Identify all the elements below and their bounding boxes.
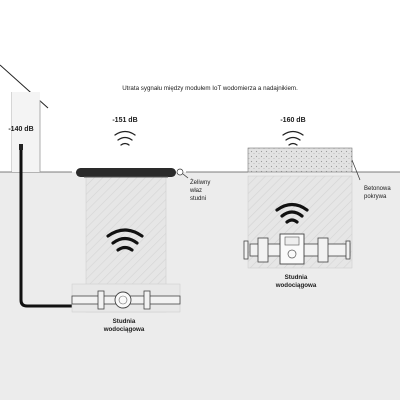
- right-signal-value: -160 dB: [280, 117, 305, 124]
- middle-signal-value: -151 dB: [112, 117, 137, 124]
- concrete-cover: [247, 147, 353, 173]
- left-signal-value: -140 dB: [8, 126, 33, 133]
- cast-iron-cover: [76, 168, 176, 177]
- middle-cover-label-3: studni: [190, 196, 206, 202]
- right-well-name-2: wodociągowa: [275, 282, 317, 289]
- middle-well-name-1: Studnia: [113, 318, 136, 325]
- wifi-icon: [282, 130, 304, 146]
- caption: Utrata sygnału między modułem IoT wodomi…: [122, 85, 298, 92]
- wifi-icon: [114, 130, 136, 146]
- middle-cover-label-2: właz: [189, 188, 202, 194]
- right-well-name-1: Studnia: [285, 274, 308, 281]
- middle-well-name-2: wodociągowa: [103, 326, 145, 333]
- right-cover-label-2: pokrywa: [364, 194, 387, 200]
- wifi-icon: [275, 202, 309, 224]
- house-icon: [0, 64, 49, 172]
- middle-cover-label-1: Żeliwny: [190, 179, 210, 186]
- right-cover-label-1: Betonowa: [364, 186, 391, 192]
- wifi-icon: [106, 228, 144, 252]
- water-meter-icon: [279, 233, 305, 265]
- water-meter-icon: [114, 291, 132, 309]
- antenna-icon: [19, 144, 72, 308]
